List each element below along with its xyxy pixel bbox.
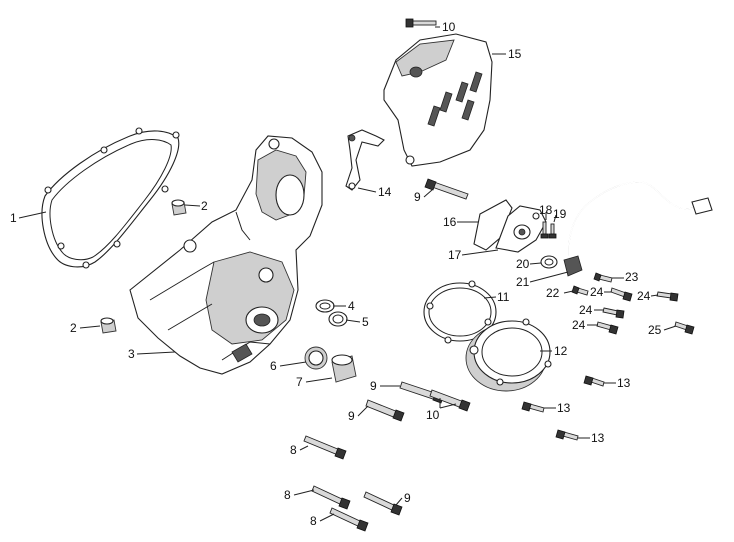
bolt-9-upper bbox=[424, 178, 469, 200]
callout-11: 11 bbox=[497, 290, 510, 304]
callout-3: 3 bbox=[128, 347, 135, 361]
callout-7: 7 bbox=[296, 375, 303, 389]
leader-lines bbox=[18, 26, 677, 522]
callout-20: 20 bbox=[516, 257, 530, 271]
bolt-13a bbox=[583, 375, 605, 387]
callout-9a: 9 bbox=[414, 190, 421, 204]
ring-4 bbox=[315, 299, 335, 313]
screw-19 bbox=[548, 223, 557, 239]
bolt-9-bottom bbox=[363, 491, 403, 516]
bolt-13b bbox=[521, 401, 545, 413]
gasket-11 bbox=[423, 280, 497, 344]
bolt-8-middle bbox=[311, 485, 351, 510]
callout-24d: 24 bbox=[572, 318, 586, 332]
bolt-9-lower bbox=[365, 399, 405, 422]
callout-25: 25 bbox=[648, 323, 662, 337]
callout-labels: 1 2 2 3 4 5 6 7 8 8 8 9 9 9 9 10 10 11 1… bbox=[10, 20, 662, 528]
callout-22: 22 bbox=[546, 286, 560, 300]
callout-14: 14 bbox=[378, 185, 392, 199]
bolt-24b bbox=[656, 291, 679, 302]
bolt-8-top bbox=[303, 435, 347, 460]
washer-20 bbox=[540, 255, 558, 269]
dowel-pin-2b bbox=[100, 317, 117, 334]
callout-10a: 10 bbox=[442, 20, 456, 34]
screw-18 bbox=[540, 221, 549, 239]
callout-24a: 24 bbox=[590, 285, 604, 299]
callout-17: 17 bbox=[448, 248, 462, 262]
bracket-14 bbox=[345, 129, 385, 191]
bolt-24c bbox=[602, 307, 625, 319]
callout-4: 4 bbox=[348, 299, 355, 313]
sensor-cable-21 bbox=[563, 181, 713, 277]
callout-8a: 8 bbox=[290, 443, 297, 457]
callout-5: 5 bbox=[362, 315, 369, 329]
callout-2a: 2 bbox=[201, 199, 208, 213]
callout-8b: 8 bbox=[284, 488, 291, 502]
callout-13c: 13 bbox=[591, 431, 605, 445]
bolt-10-top bbox=[405, 18, 437, 28]
callout-9c: 9 bbox=[348, 409, 355, 423]
bolt-24a bbox=[610, 287, 633, 302]
callout-19: 19 bbox=[553, 207, 567, 221]
callout-24c: 24 bbox=[579, 303, 593, 317]
callout-13b: 13 bbox=[557, 401, 571, 415]
bolt-24d bbox=[596, 321, 619, 335]
collar-7 bbox=[331, 354, 357, 383]
callout-16: 16 bbox=[443, 215, 457, 229]
bolt-25 bbox=[674, 321, 695, 335]
bolt-23 bbox=[593, 272, 613, 283]
callout-23: 23 bbox=[625, 270, 639, 284]
callout-21: 21 bbox=[516, 275, 530, 289]
crankcase-left-3 bbox=[129, 135, 323, 375]
dowel-pin-2a bbox=[171, 199, 187, 216]
callout-18: 18 bbox=[539, 203, 553, 217]
bolt-13c bbox=[555, 429, 579, 441]
cover-gasket-1 bbox=[41, 127, 180, 269]
callout-2b: 2 bbox=[70, 321, 77, 335]
callout-6: 6 bbox=[270, 359, 277, 373]
bushing-6 bbox=[304, 346, 328, 370]
bolt-8-bottom bbox=[329, 507, 369, 532]
callout-13a: 13 bbox=[617, 376, 631, 390]
callout-1: 1 bbox=[10, 211, 17, 225]
callout-12: 12 bbox=[554, 344, 568, 358]
callout-24b: 24 bbox=[637, 289, 651, 303]
callout-15: 15 bbox=[508, 47, 522, 61]
callout-10b: 10 bbox=[426, 408, 440, 422]
callout-9b: 9 bbox=[370, 379, 377, 393]
pickup-plate-17 bbox=[495, 205, 547, 253]
ring-5 bbox=[328, 311, 348, 327]
bolt-22 bbox=[571, 285, 589, 296]
cover-12 bbox=[465, 318, 552, 392]
callout-8c: 8 bbox=[310, 514, 317, 528]
bolt-10-pair bbox=[429, 389, 471, 412]
callout-9d: 9 bbox=[404, 491, 411, 505]
cover-15 bbox=[383, 33, 493, 167]
